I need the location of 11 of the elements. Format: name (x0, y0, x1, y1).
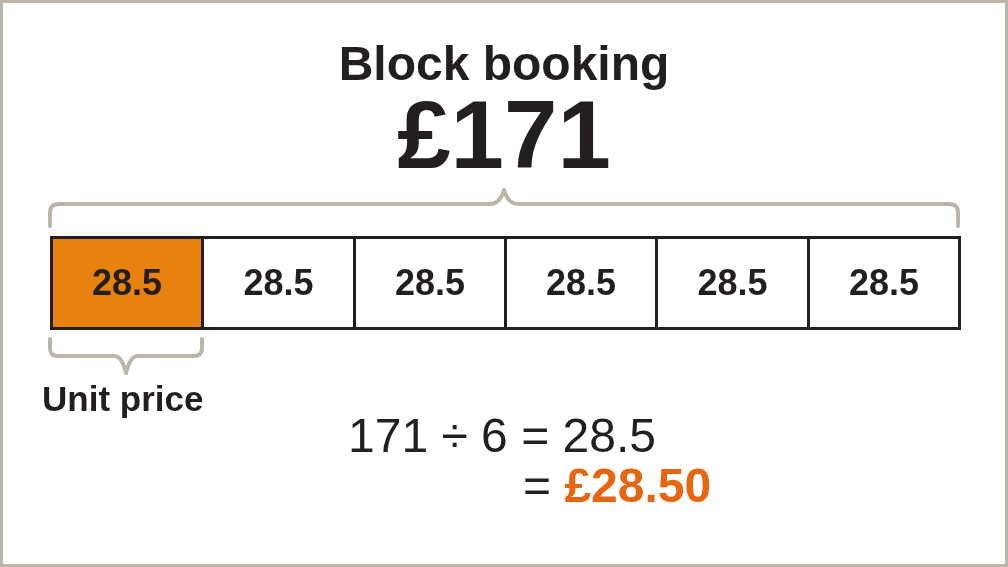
bar-segment: 28.5 (353, 236, 507, 330)
bar-segment: 28.5 (201, 236, 356, 330)
equation-result: = £28.50 (523, 462, 712, 510)
equation-line: 171 ÷ 6 = 28.5 (348, 412, 656, 460)
bar-segment: 28.5 (504, 236, 658, 330)
bar-segment: 28.5 (807, 236, 961, 330)
bar-segment: 28.5 (655, 236, 810, 330)
total-amount: £171 (397, 87, 611, 183)
bar-segment: 28.5 (50, 236, 204, 330)
brace-label: Unit price (42, 381, 204, 416)
heading: Block booking (338, 40, 670, 88)
